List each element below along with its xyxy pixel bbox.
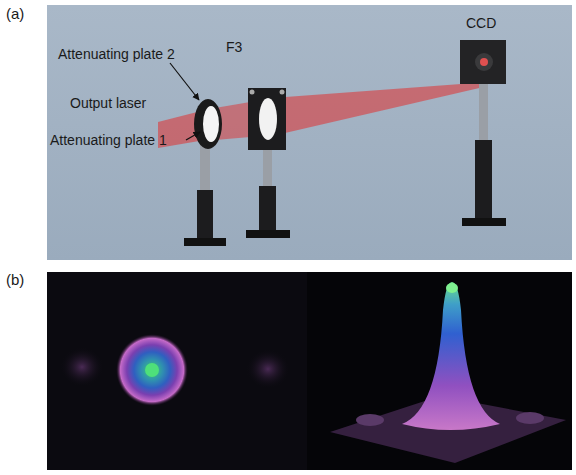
part-name: CCD — [466, 16, 496, 31]
part-name: Attenuating plate 2 — [58, 47, 175, 62]
part-name: Output laser — [70, 96, 146, 111]
panel-label: (b) — [6, 272, 24, 289]
part-name: F3 — [226, 40, 242, 55]
part-name: Attenuating plate 1 — [50, 133, 167, 148]
panel-label: (a) — [6, 6, 24, 23]
